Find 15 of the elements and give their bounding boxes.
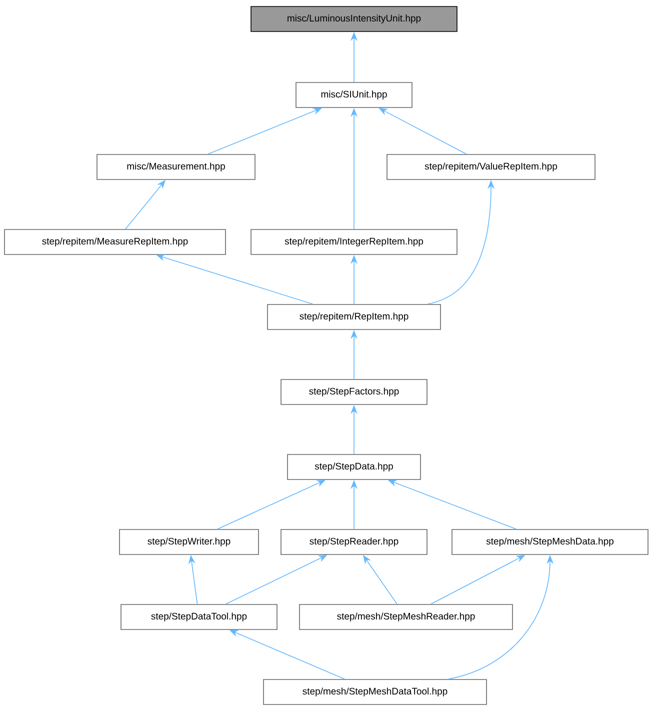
file-box: step/mesh/StepMeshData.hpp [452,529,648,555]
file-box: step/mesh/StepMeshDataTool.hpp [263,679,487,705]
file-box: step/repitem/MeasureRepItem.hpp [4,229,226,255]
file-box: misc/SIUnit.hpp [296,82,412,108]
file-box: step/mesh/StepMeshReader.hpp [299,604,513,630]
file-box: step/repitem/IntegerRepItem.hpp [250,229,458,255]
file-box: step/StepReader.hpp [280,529,428,555]
file-box: step/StepData.hpp [287,454,421,480]
file-box: step/repitem/RepItem.hpp [267,304,441,330]
file-box: misc/LuminousIntensityUnit.hpp [250,6,458,32]
file-box: step/repitem/ValueRepItem.hpp [386,154,596,180]
file-box: misc/Measurement.hpp [96,154,256,180]
file-box: step/StepDataTool.hpp [120,604,278,630]
file-box: step/StepWriter.hpp [119,529,259,555]
file-box: step/StepFactors.hpp [280,379,428,405]
